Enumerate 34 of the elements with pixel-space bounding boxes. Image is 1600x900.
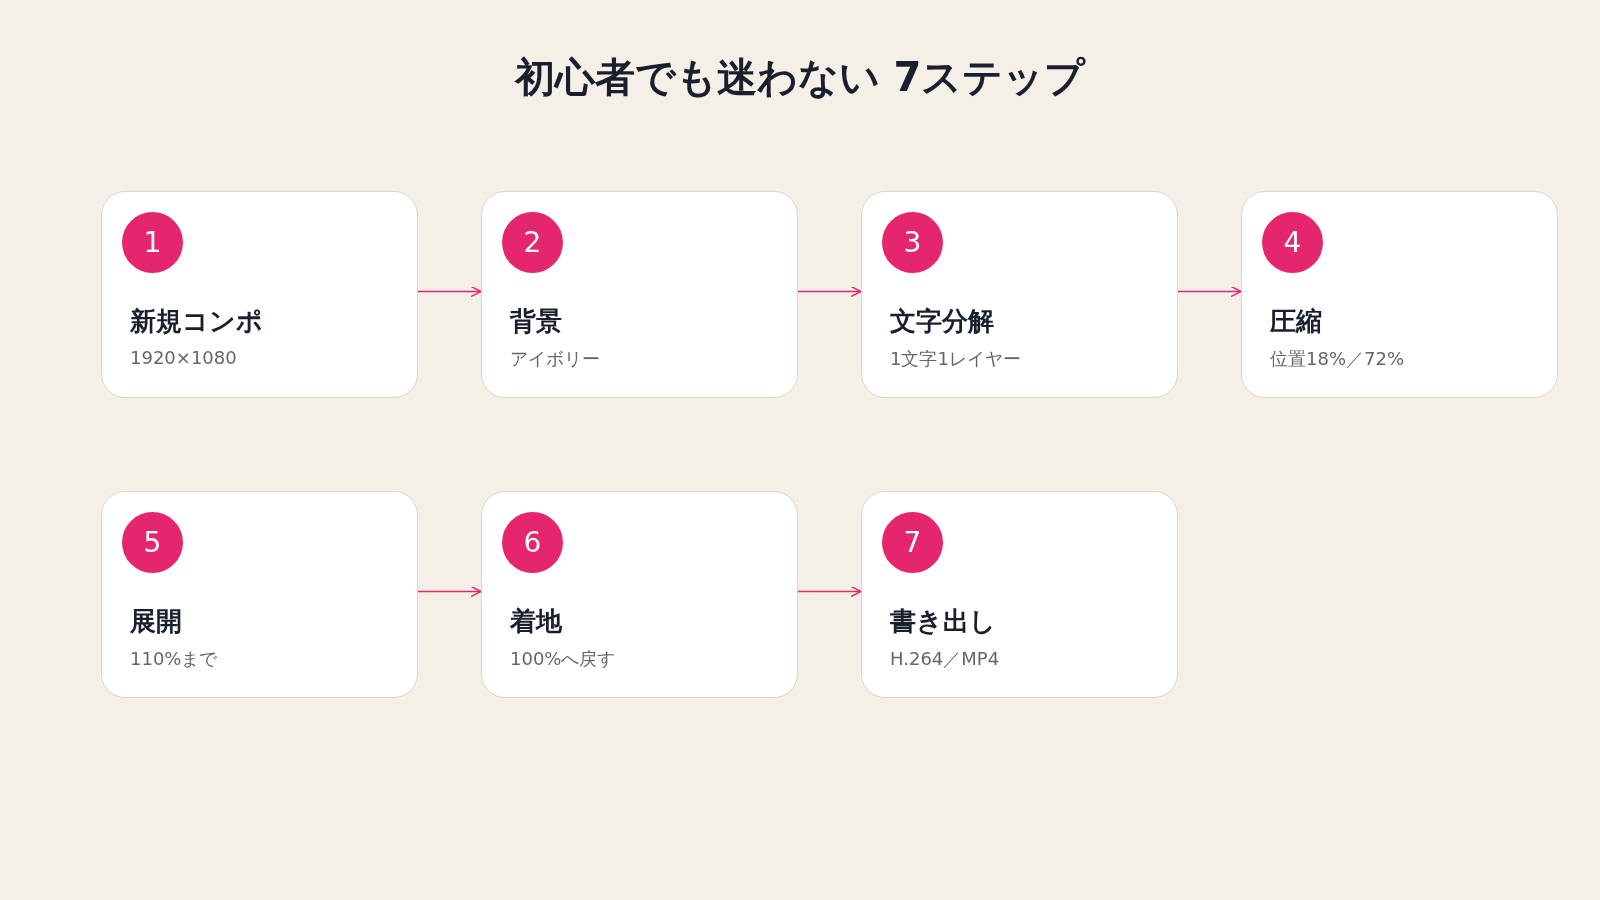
step-subtitle: 1文字1レイヤー: [890, 347, 1021, 371]
step-card: [1241, 191, 1558, 398]
step-title: 圧縮: [1270, 305, 1322, 338]
step-card: [101, 191, 418, 398]
step-number-badge: 6: [502, 512, 563, 573]
arrow: [417, 585, 482, 598]
step-subtitle: H.264／MP4: [890, 647, 1000, 671]
arrow: [1177, 285, 1242, 298]
arrow: [797, 585, 862, 598]
step-subtitle: 位置18%／72%: [1270, 347, 1404, 371]
step-title: 新規コンポ: [130, 305, 263, 338]
step-title: 展開: [130, 605, 182, 638]
step-card: [101, 491, 418, 698]
step-number-badge: 1: [122, 212, 183, 273]
step-card: [861, 191, 1178, 398]
step-title: 書き出し: [890, 605, 996, 638]
step-subtitle: 100%へ戻す: [510, 647, 616, 671]
arrow: [797, 285, 862, 298]
step-card: [861, 491, 1178, 698]
step-card: [481, 491, 798, 698]
step-number-badge: 4: [1262, 212, 1323, 273]
step-number-badge: 2: [502, 212, 563, 273]
step-title: 背景: [510, 305, 562, 338]
step-title: 着地: [510, 605, 562, 638]
step-subtitle: アイボリー: [510, 347, 600, 371]
step-number-badge: 3: [882, 212, 943, 273]
step-title: 文字分解: [890, 305, 994, 338]
step-card: [481, 191, 798, 398]
step-number-badge: 5: [122, 512, 183, 573]
step-subtitle: 1920×1080: [130, 347, 237, 368]
arrow: [417, 285, 482, 298]
title: 初心者でも迷わない 7ステップ: [514, 54, 1086, 100]
step-subtitle: 110%まで: [130, 647, 218, 671]
step-number-badge: 7: [882, 512, 943, 573]
